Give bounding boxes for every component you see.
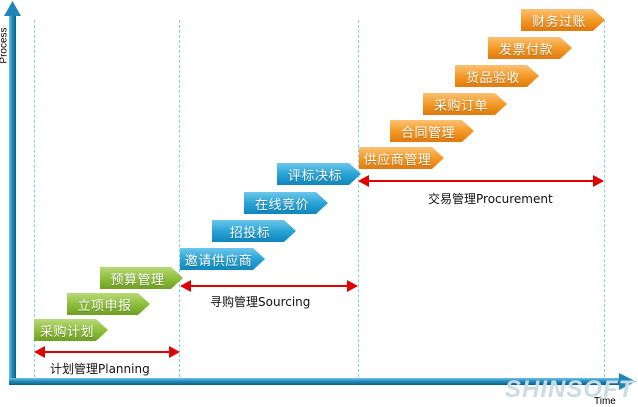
step-procurement-6: 财务过账 [521,9,605,31]
planning-arrowhead-left [34,346,45,358]
step-procurement-4: 货品验收 [455,65,539,87]
x-axis-line [9,378,621,385]
step-sourcing-2: 招投标 [212,220,296,242]
procurement-arrowhead-left [358,175,369,187]
step-sourcing-4: 评标决标 [277,163,361,185]
step-procurement-2: 合同管理 [390,120,474,142]
planning-arrowhead-right [169,346,180,358]
sourcing-arrowhead-right [347,280,358,292]
x-axis-label: Time [594,396,616,407]
y-axis-arrowhead [4,1,21,16]
step-planning-3: 预算管理 [100,267,183,289]
step-sourcing-1: 邀请供应商 [180,248,265,270]
step-planning-1: 采购计划 [34,319,108,341]
divider-sourcing-start [179,20,180,377]
procurement-arrowhead-right [593,175,604,187]
sourcing-arrowhead-left [180,280,191,292]
phase-label-planning: 计划管理Planning [50,362,150,376]
phase-label-sourcing: 寻购管理Sourcing [210,295,311,309]
x-axis-arrowhead [619,373,636,390]
step-sourcing-3: 在线竞价 [244,192,328,214]
step-procurement-5: 发票付款 [488,37,572,59]
phase-label-procurement: 交易管理Procurement [428,192,553,206]
divider-procurement-start [358,20,359,377]
y-axis-line [9,14,16,384]
divider-procurement-end [604,20,605,377]
watermark-logo: SHINSOFT [505,376,635,403]
step-procurement-3: 采购订单 [423,93,507,115]
step-planning-2: 立项申报 [67,293,150,315]
divider-planning-start [34,20,35,377]
step-procurement-1: 供应商管理 [359,147,444,169]
